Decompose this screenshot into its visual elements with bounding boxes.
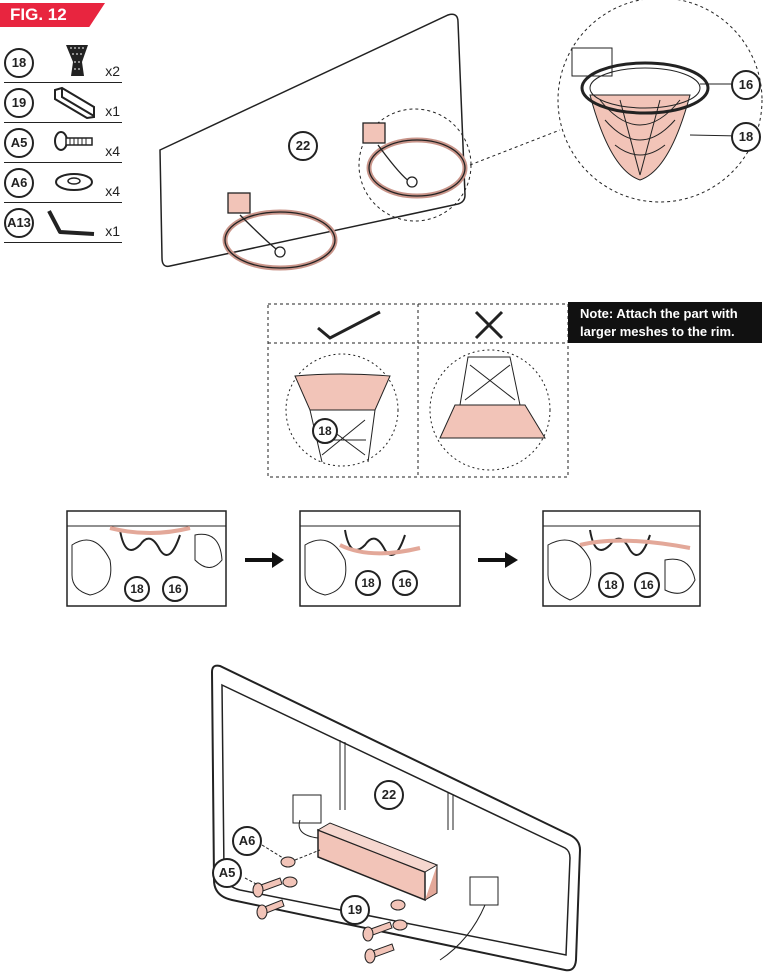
arrow-icon xyxy=(245,552,284,568)
figure-label: FIG. 12 xyxy=(0,3,105,27)
label-rim: 16 xyxy=(392,570,418,596)
part-qty: x4 xyxy=(105,183,120,199)
bolt-icon xyxy=(54,131,93,151)
part-row: A5 x4 xyxy=(4,122,122,163)
part-row: 18 x2 xyxy=(4,42,122,83)
part-qty: x4 xyxy=(105,143,120,159)
note-box: Note: Attach the part with larger meshes… xyxy=(568,302,762,343)
cross-icon xyxy=(474,310,504,340)
rim-right xyxy=(362,122,468,199)
part-row: A6 x4 xyxy=(4,162,122,203)
part-qty: x2 xyxy=(105,63,120,79)
label-net: 18 xyxy=(731,122,761,152)
label-net: 18 xyxy=(355,570,381,596)
label-rim: 16 xyxy=(731,70,761,100)
part-qty: x1 xyxy=(105,223,120,239)
hex-key-icon xyxy=(47,210,95,236)
label-net: 18 xyxy=(598,572,624,598)
label-bolt: A5 xyxy=(212,858,242,888)
part-row: A13 x1 xyxy=(4,202,122,243)
label-net: 18 xyxy=(312,418,338,444)
net-icon xyxy=(66,45,88,76)
part-row: 19 x1 xyxy=(4,82,122,123)
correct-net xyxy=(294,373,391,463)
part-id: 18 xyxy=(4,48,34,78)
part-id: 19 xyxy=(4,88,34,118)
backboard-rim-diagram xyxy=(159,0,763,271)
label-board: 22 xyxy=(374,780,404,810)
detail-rim-net xyxy=(571,47,741,181)
wrong-net xyxy=(439,356,546,439)
part-id: A5 xyxy=(4,128,34,158)
label-bracket: 19 xyxy=(340,895,370,925)
label-rim: 16 xyxy=(162,576,188,602)
label-net: 18 xyxy=(124,576,150,602)
label-board: 22 xyxy=(288,131,318,161)
arrow-icon xyxy=(478,552,518,568)
rim-left xyxy=(222,192,338,271)
label-washer: A6 xyxy=(232,826,262,856)
part-id: A6 xyxy=(4,168,34,198)
bracket-icon xyxy=(54,86,95,119)
washer-icon xyxy=(55,173,93,191)
check-icon xyxy=(317,310,381,340)
part-id: A13 xyxy=(4,208,34,238)
part-qty: x1 xyxy=(105,103,120,119)
label-rim: 16 xyxy=(634,572,660,598)
step-panel-2 xyxy=(299,510,461,607)
